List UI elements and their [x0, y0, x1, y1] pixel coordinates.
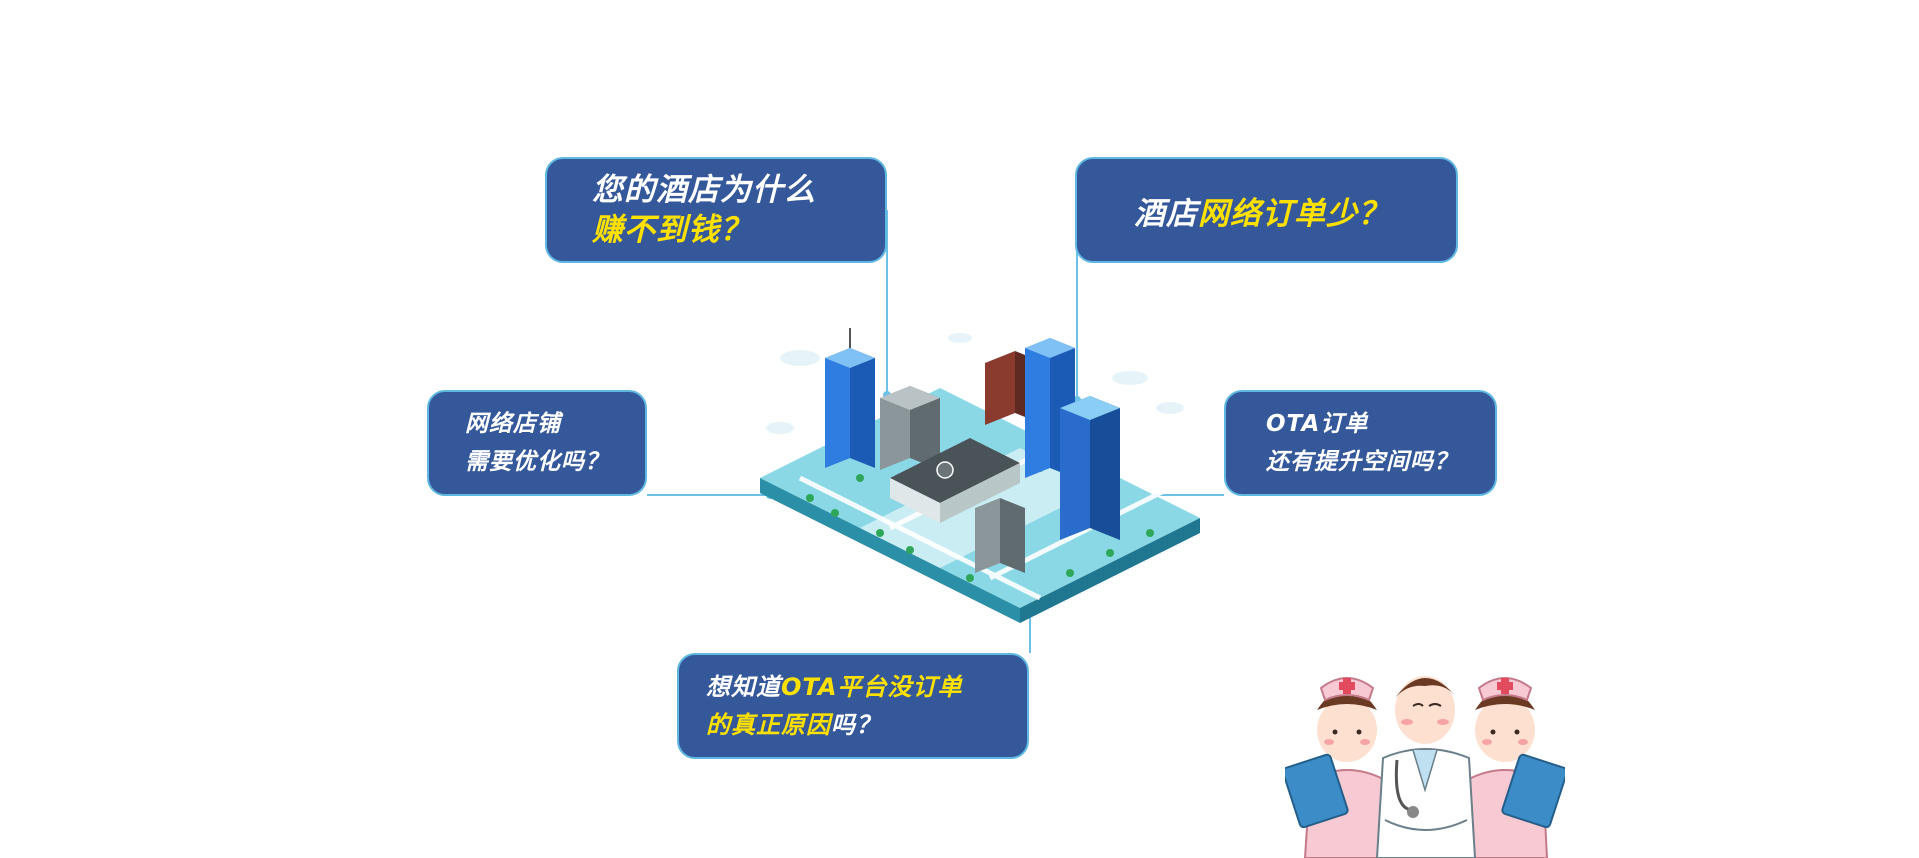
stepped-tower-building	[1060, 396, 1120, 540]
question-orders-prefix: 酒店	[1134, 195, 1198, 232]
isometric-city-illustration	[760, 328, 1200, 638]
blue-tower-building	[825, 328, 875, 468]
question-store-line2: 需要优化吗？	[465, 449, 609, 475]
question-reason-highlight2: 的真正原因	[706, 711, 831, 739]
question-store-line1: 网络店铺	[465, 411, 561, 437]
grey-office-building	[880, 386, 940, 470]
helipad-building	[890, 438, 1020, 523]
question-bubble-store-optimize: 网络店铺 需要优化吗？	[427, 390, 647, 496]
question-reason-suffix: 吗？	[831, 711, 881, 739]
doctor-and-nurses-illustration	[1285, 676, 1565, 858]
nurse-right	[1461, 677, 1565, 858]
question-profit-line1: 您的酒店为什么	[592, 172, 816, 208]
question-ota-line1: OTA订单	[1266, 411, 1369, 437]
question-reason-highlight1: OTA平台没订单	[781, 673, 963, 701]
question-profit-line2: 赚不到钱？	[592, 212, 752, 248]
cloud-icon	[766, 333, 1184, 434]
question-bubble-profit: 您的酒店为什么 赚不到钱？	[545, 157, 887, 263]
question-bubble-online-orders: 酒店网络订单少？	[1075, 157, 1458, 263]
doctor	[1375, 676, 1477, 858]
question-orders-highlight: 网络订单少？	[1198, 195, 1390, 232]
small-grey-building	[975, 498, 1025, 573]
question-bubble-ota-reason: 想知道OTA平台没订单 的真正原因吗？	[677, 653, 1029, 759]
question-bubble-ota-growth: OTA订单 还有提升空间吗？	[1224, 390, 1497, 496]
question-reason-prefix: 想知道	[706, 673, 781, 701]
nurse-left	[1285, 677, 1392, 858]
tree-icon	[806, 464, 1154, 582]
question-ota-line2: 还有提升空间吗？	[1266, 449, 1458, 475]
